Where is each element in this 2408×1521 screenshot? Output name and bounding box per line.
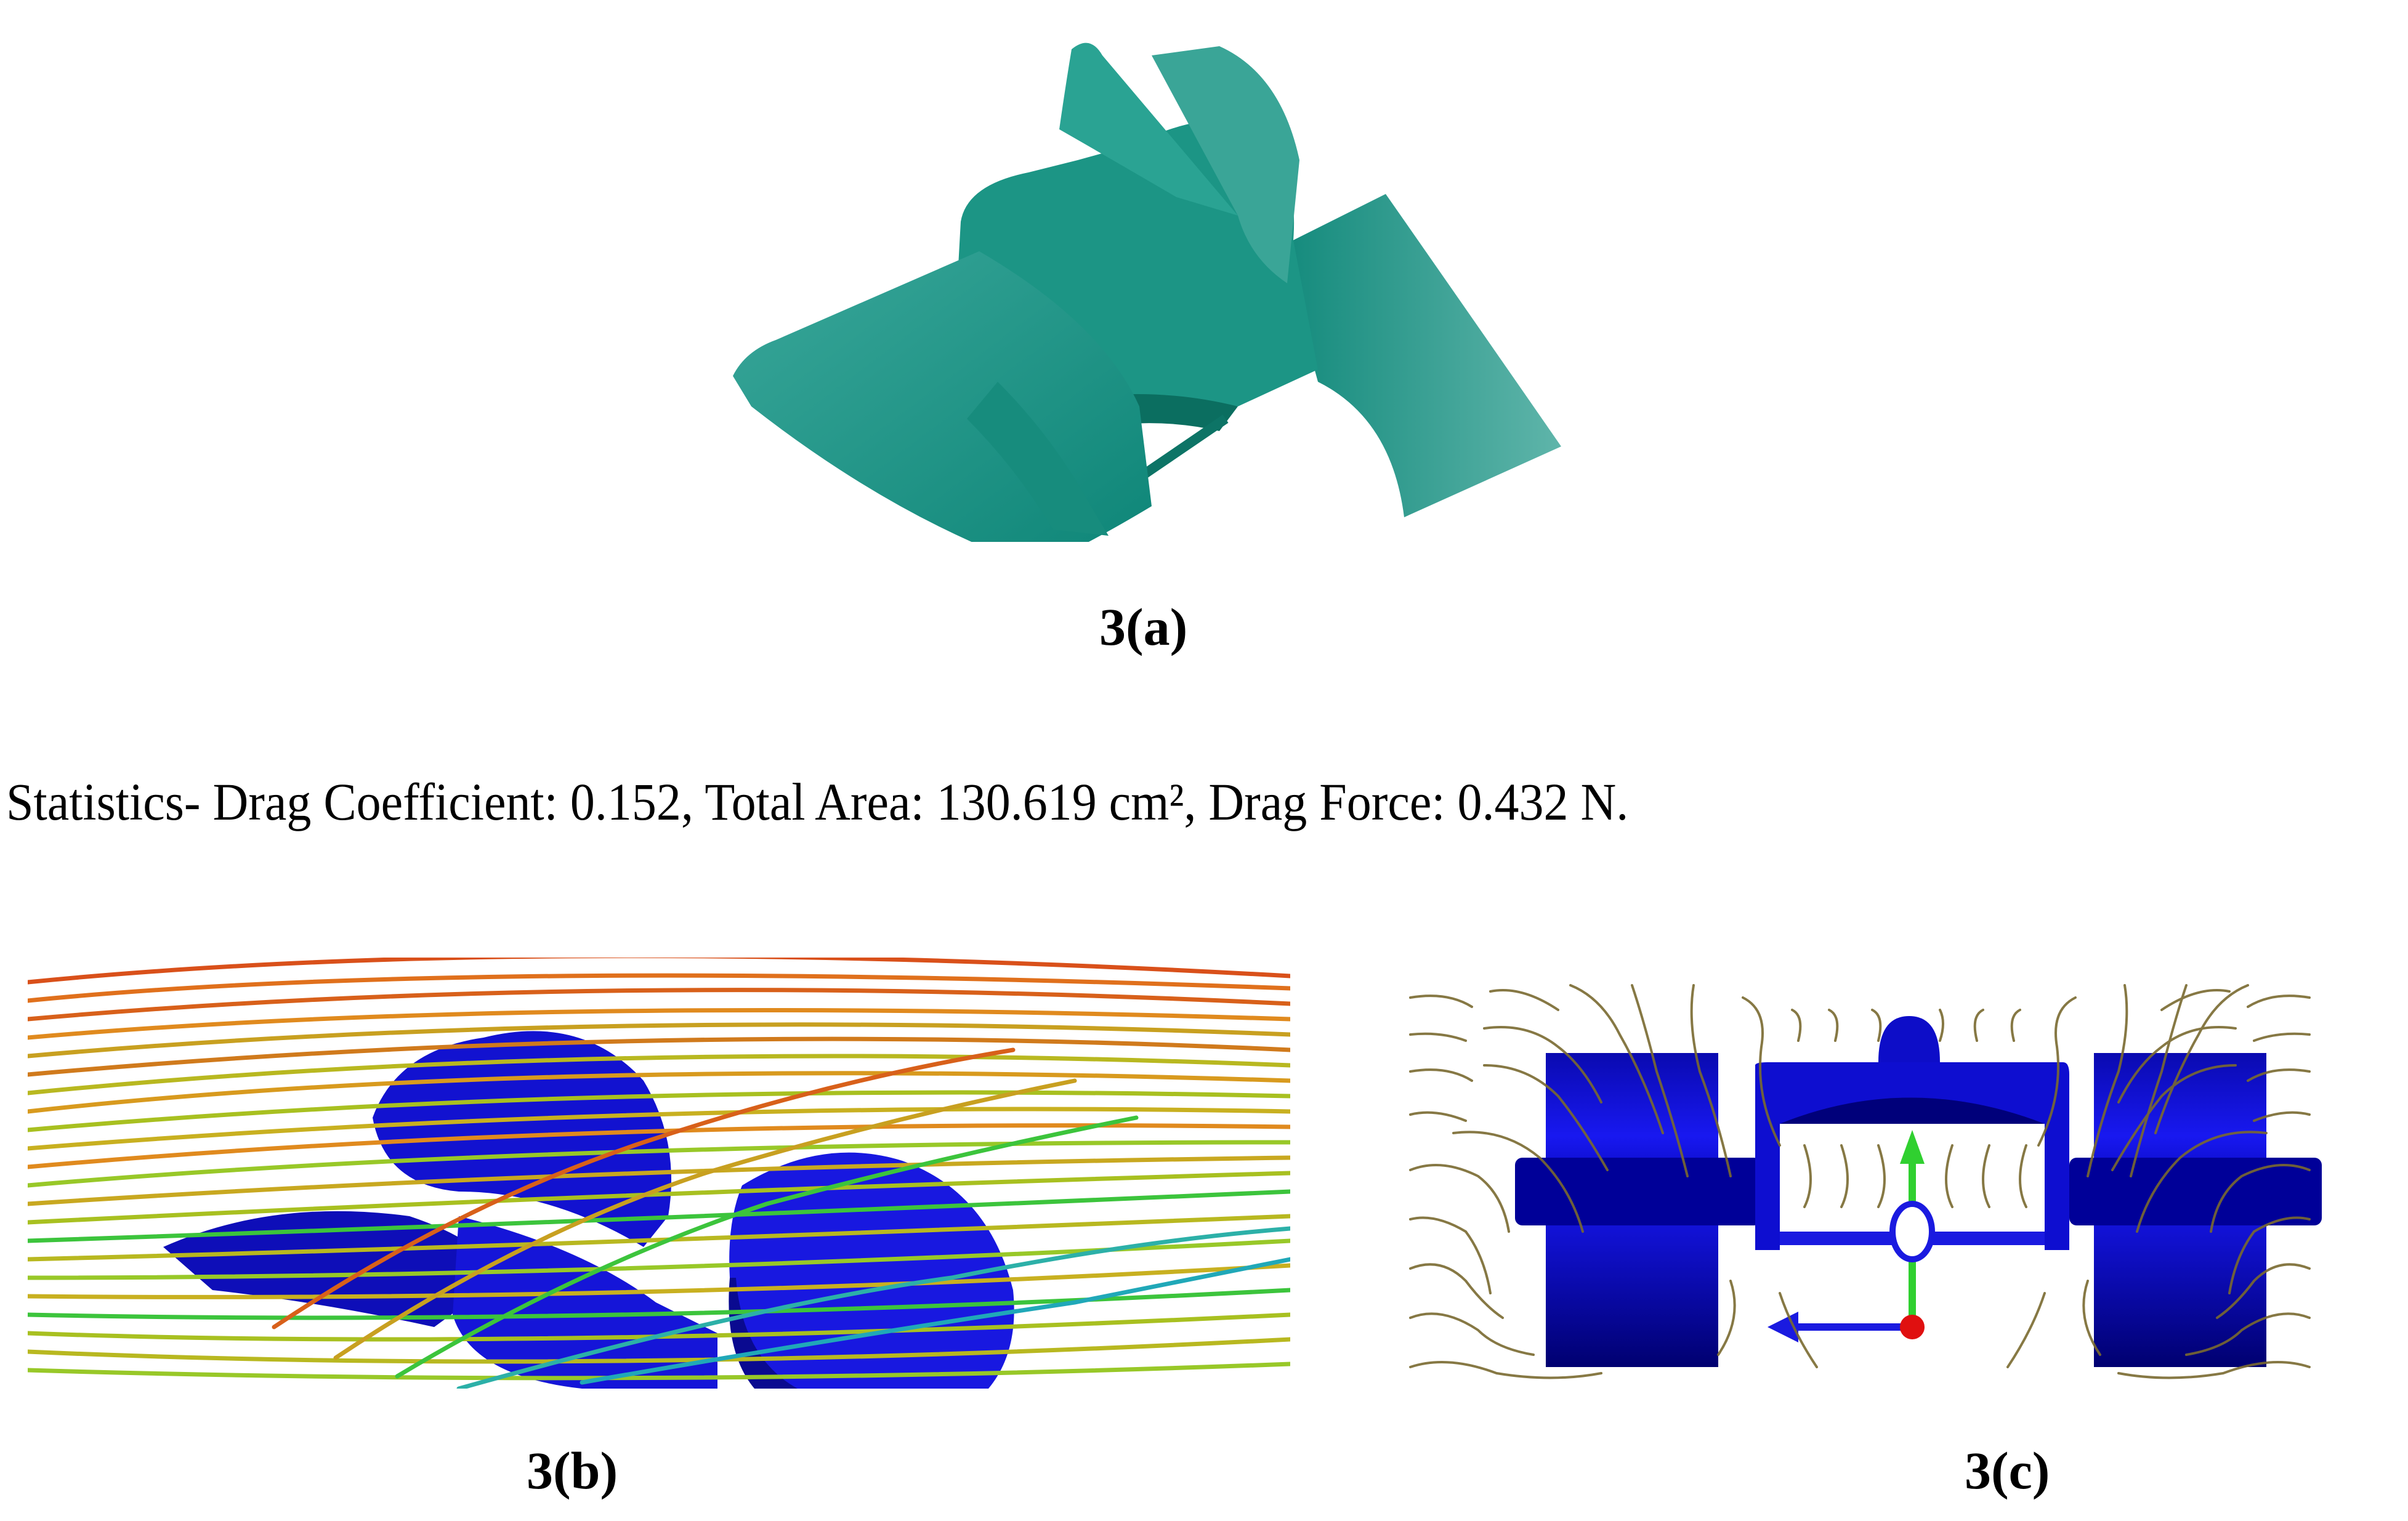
figure-panel-c — [1398, 973, 2322, 1392]
caption-3c: 3(c) — [1965, 1441, 2050, 1500]
caption-3b: 3(b) — [527, 1441, 618, 1500]
figure-panel-b — [28, 958, 1290, 1389]
teal-model-render — [733, 42, 1561, 542]
statistics-text: Statistics- Drag Coefficient: 0.152, Tot… — [6, 772, 1629, 831]
cfd-streamline-plot — [28, 958, 1290, 1389]
figure-panel-a — [708, 37, 1632, 542]
cfd-front-view-plot — [1409, 984, 2322, 1379]
caption-3a: 3(a) — [1099, 597, 1188, 656]
